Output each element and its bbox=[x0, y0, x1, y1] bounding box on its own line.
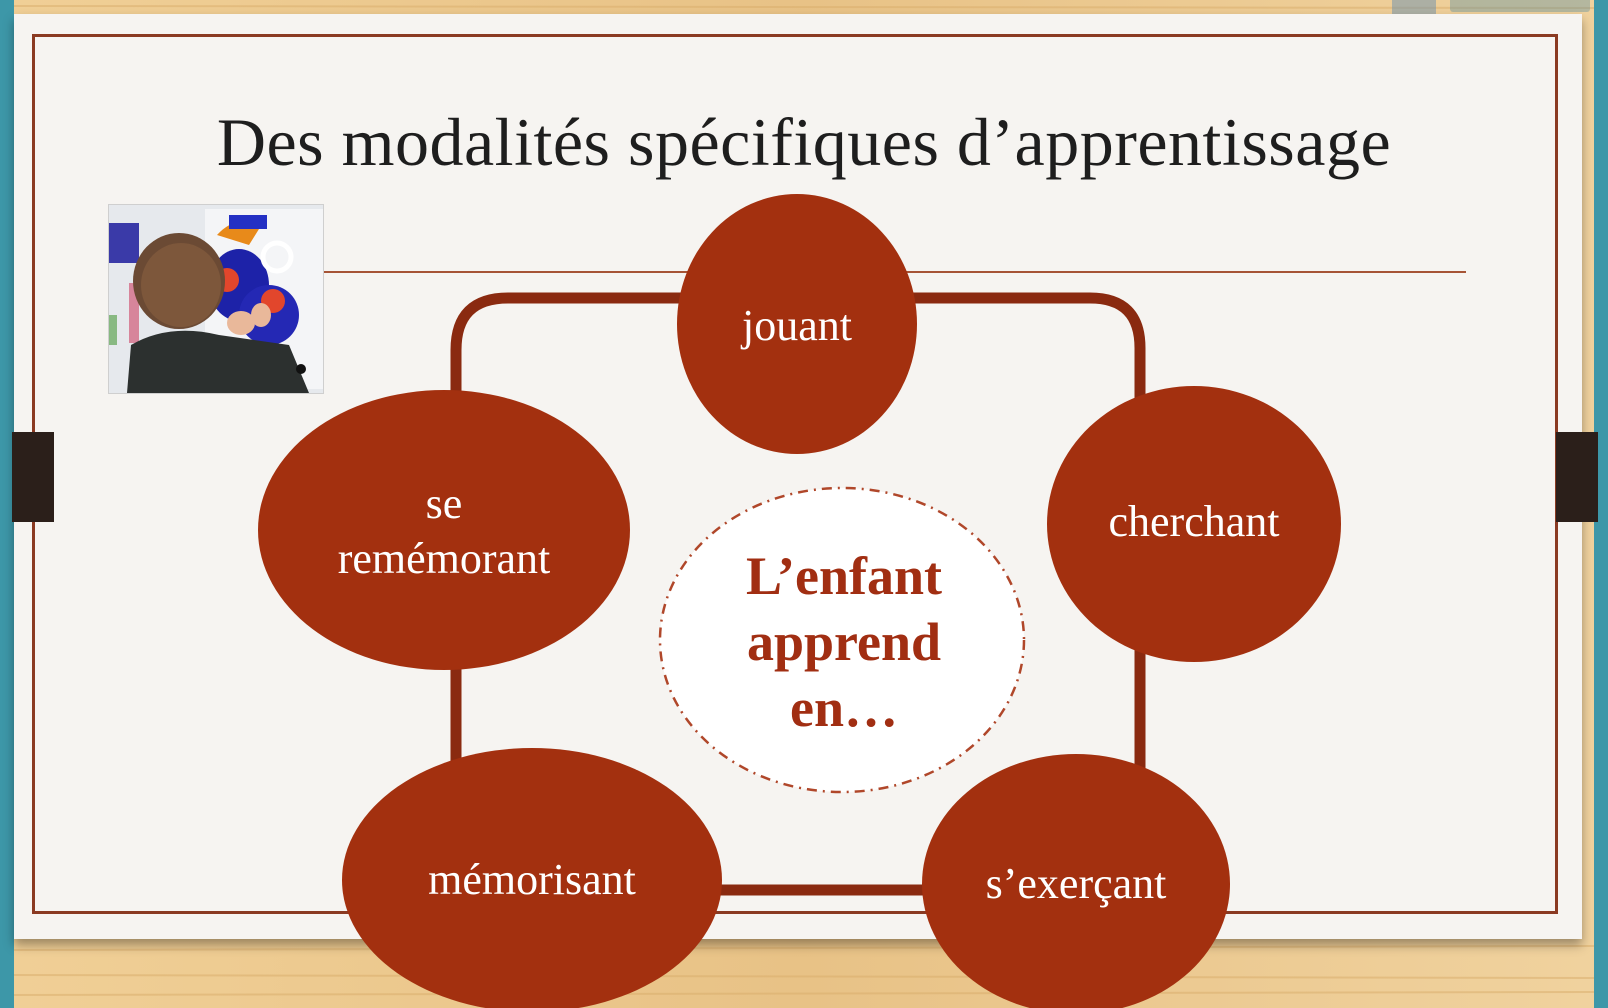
node-label-se-rememorant: se remémorant bbox=[304, 476, 584, 586]
toolbar-badge[interactable] bbox=[1450, 0, 1590, 12]
node-jouant bbox=[677, 194, 917, 454]
center-line-1: L’enfant bbox=[745, 546, 943, 606]
slide-title: Des modalités spécifiques d’apprentissag… bbox=[216, 104, 1392, 180]
toolbar-icon[interactable] bbox=[1392, 0, 1436, 14]
node-label-memorisant: mémorisant bbox=[428, 855, 636, 904]
node-memorisant bbox=[342, 748, 722, 1008]
center-line-2: apprend bbox=[746, 611, 942, 672]
node-label-sexercant: s’exerçant bbox=[985, 859, 1167, 908]
node-label-jouant: jouant bbox=[742, 301, 852, 350]
left-binder-clip bbox=[12, 432, 54, 522]
child-photo bbox=[108, 204, 324, 394]
node-sexercant bbox=[922, 754, 1230, 1008]
node-label-rememorant: remémorant bbox=[337, 534, 551, 583]
center-label: L’enfant apprend en… bbox=[666, 544, 1022, 742]
node-se-rememorant bbox=[258, 390, 630, 670]
node-label-cherchant: cherchant bbox=[1108, 497, 1280, 546]
right-binder-clip bbox=[1556, 432, 1598, 522]
child-photo-image bbox=[109, 205, 323, 393]
node-cherchant bbox=[1047, 386, 1341, 662]
node-label-se: se bbox=[425, 479, 463, 528]
center-line-3: en… bbox=[790, 677, 898, 738]
center-ellipse bbox=[658, 486, 1026, 794]
